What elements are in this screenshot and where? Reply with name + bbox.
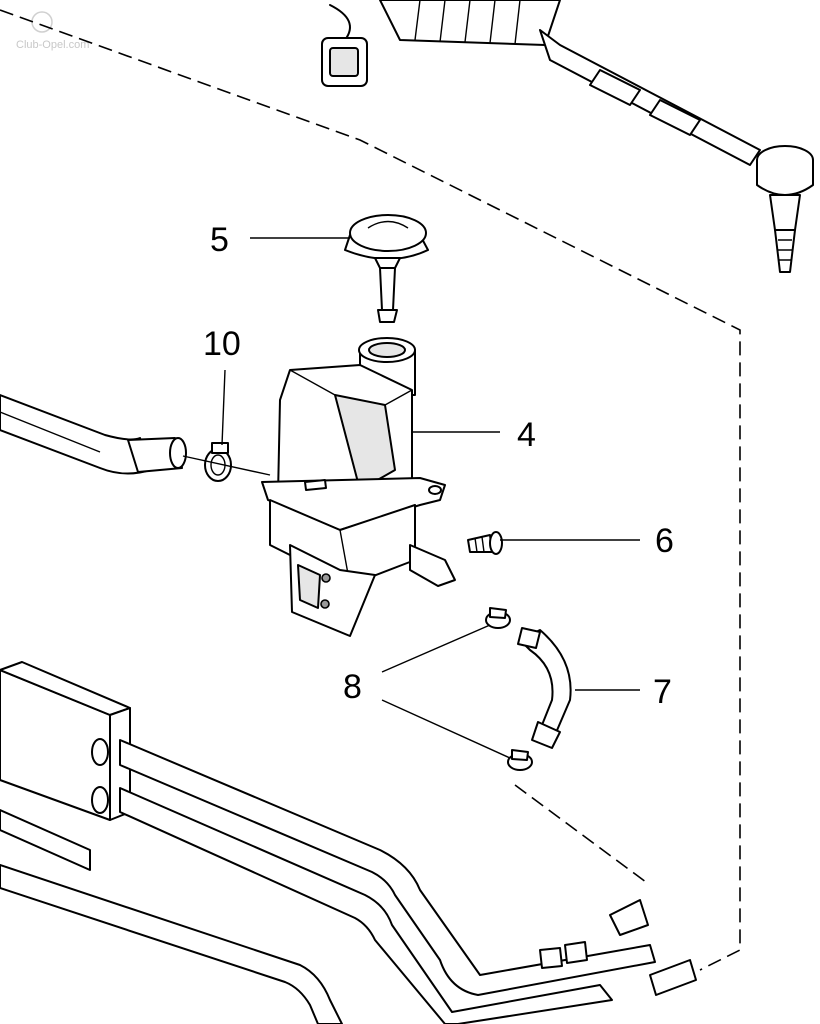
return-hose-left	[0, 394, 187, 475]
callout-10: 10	[203, 325, 241, 363]
wiring-connector	[321, 4, 368, 87]
reservoir-cap-5	[344, 214, 429, 323]
callout-7: 7	[653, 673, 672, 711]
supply-hose-7	[517, 627, 572, 749]
hose-clamp-8-lower	[507, 749, 533, 771]
callout-6: 6	[655, 522, 674, 560]
callout-8: 8	[343, 668, 362, 706]
power-steering-reservoir-4	[261, 337, 456, 637]
bolt-6	[467, 531, 503, 555]
assembly-outline-dashed	[0, 9, 741, 971]
callout-5: 5	[210, 221, 229, 259]
steering-rack	[379, 0, 814, 273]
watermark-text: Club-Opel.com	[16, 39, 89, 51]
hose-clamp-8-upper	[485, 607, 511, 629]
oil-cooler-pipes	[0, 661, 697, 1024]
callout-4: 4	[517, 416, 536, 454]
leader-lines	[182, 237, 640, 759]
hose-route-dashed	[514, 784, 651, 886]
watermark: Club-Opel.com	[16, 11, 89, 51]
